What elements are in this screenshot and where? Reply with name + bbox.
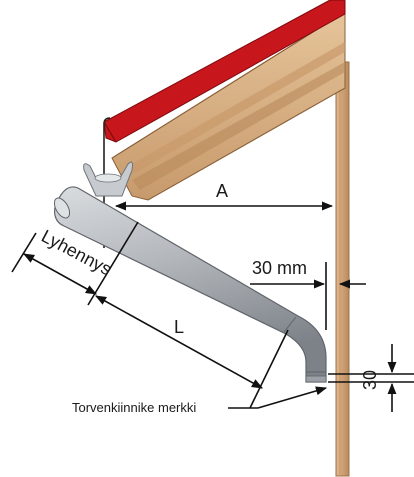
label-a: A	[216, 181, 228, 201]
label-30: 30	[360, 370, 380, 390]
bracket-mark-callout: Torvenkiinnike merkki	[72, 386, 328, 415]
dimension-l: L	[95, 295, 263, 389]
label-l: L	[174, 317, 184, 337]
gutter-outlet	[83, 161, 133, 197]
roof-metal-sheet	[103, 0, 346, 143]
label-callout: Torvenkiinnike merkki	[72, 400, 196, 415]
roof-rafters	[111, 11, 346, 201]
label-30mm: 30 mm	[252, 258, 307, 278]
wall	[335, 61, 350, 477]
dimension-30: 30	[328, 344, 414, 412]
dimension-a: A	[114, 181, 334, 211]
downpipe	[53, 186, 327, 383]
dimension-30mm: 30 mm	[250, 258, 366, 330]
